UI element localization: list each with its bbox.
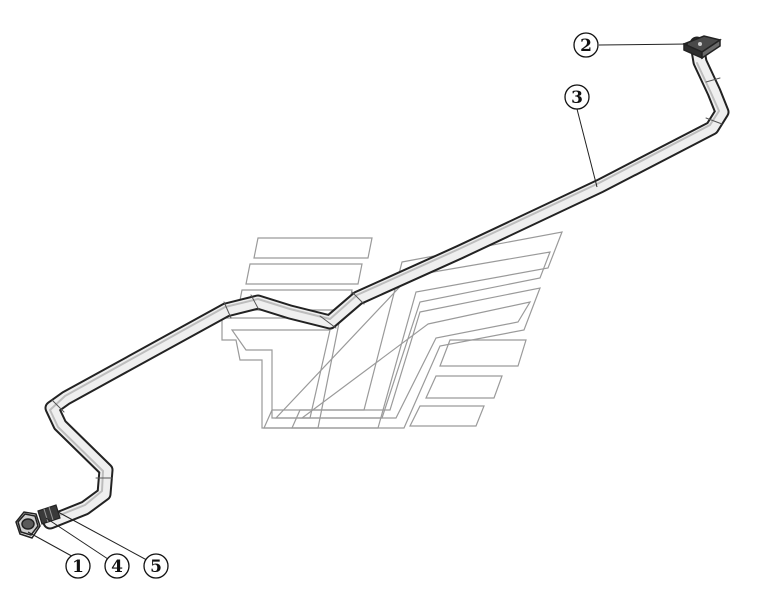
callout-4-label: 4 bbox=[111, 557, 123, 577]
callout-4: 4 bbox=[104, 553, 130, 579]
callout-5: 5 bbox=[143, 553, 169, 579]
threaded-sleeve bbox=[37, 504, 61, 525]
callout-1: 1 bbox=[65, 553, 91, 579]
callout-3: 3 bbox=[564, 84, 590, 110]
leader-lines bbox=[27, 43, 689, 566]
callout-5-label: 5 bbox=[150, 557, 162, 577]
watermark-logo bbox=[221, 231, 563, 429]
flange-fitting bbox=[682, 35, 722, 60]
callout-2: 2 bbox=[573, 32, 599, 58]
hex-nut bbox=[15, 511, 41, 539]
callout-2-label: 2 bbox=[580, 36, 592, 56]
callout-1-label: 1 bbox=[72, 557, 84, 577]
callout-3-label: 3 bbox=[571, 88, 583, 108]
pipe-body bbox=[42, 36, 730, 530]
